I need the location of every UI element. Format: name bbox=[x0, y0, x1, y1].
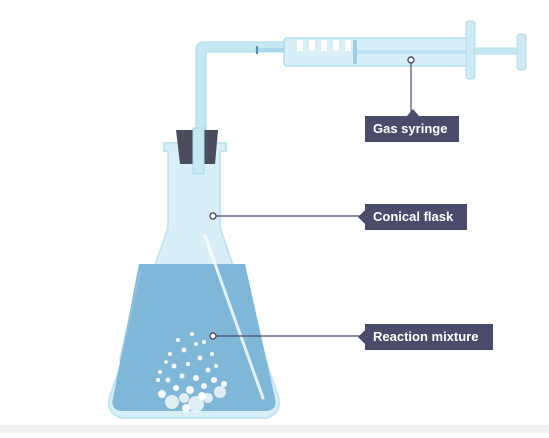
bubble bbox=[179, 393, 189, 403]
reaction-mixture-liquid bbox=[112, 264, 276, 411]
rubber-stopper bbox=[176, 127, 218, 175]
bubble bbox=[158, 370, 162, 374]
gas-syringe-label: Gas syringe bbox=[365, 109, 459, 142]
bubble bbox=[168, 352, 172, 356]
bubble bbox=[211, 377, 217, 383]
bubble bbox=[179, 373, 185, 379]
bubble bbox=[155, 377, 161, 383]
bubble bbox=[190, 332, 194, 336]
reaction-mixture-label: Reaction mixture bbox=[358, 324, 493, 350]
syringe-graduations bbox=[297, 40, 351, 51]
gas-bubbles bbox=[155, 332, 227, 412]
bubble bbox=[197, 355, 203, 361]
leader-points bbox=[209, 56, 415, 340]
bubble bbox=[181, 347, 187, 353]
leader-lines bbox=[213, 61, 412, 337]
bubble bbox=[165, 395, 179, 409]
point-conical-flask bbox=[209, 212, 217, 220]
bubble bbox=[188, 396, 204, 412]
bubble bbox=[202, 340, 206, 344]
bubble bbox=[186, 386, 194, 394]
bubble bbox=[214, 364, 218, 368]
bubble bbox=[205, 367, 211, 373]
bottom-strip bbox=[0, 425, 549, 433]
bubble bbox=[182, 404, 190, 412]
bubble bbox=[158, 390, 166, 398]
bubble bbox=[193, 375, 199, 381]
bubble bbox=[165, 377, 171, 383]
bubble bbox=[171, 363, 177, 369]
bubble bbox=[214, 386, 226, 398]
bubble bbox=[173, 385, 179, 391]
point-gas-syringe bbox=[407, 56, 415, 64]
bubble bbox=[164, 360, 168, 364]
point-reaction-mixture bbox=[209, 332, 217, 340]
bubble bbox=[198, 392, 206, 400]
bubble bbox=[176, 338, 180, 342]
gas-syringe bbox=[255, 20, 527, 80]
bubble bbox=[210, 352, 214, 356]
conical-flask bbox=[107, 142, 281, 419]
bubble bbox=[186, 362, 190, 366]
bubble bbox=[221, 381, 227, 387]
bubble bbox=[201, 383, 207, 389]
bubble bbox=[194, 342, 198, 346]
conical-flask-label: Conical flask bbox=[358, 204, 467, 230]
